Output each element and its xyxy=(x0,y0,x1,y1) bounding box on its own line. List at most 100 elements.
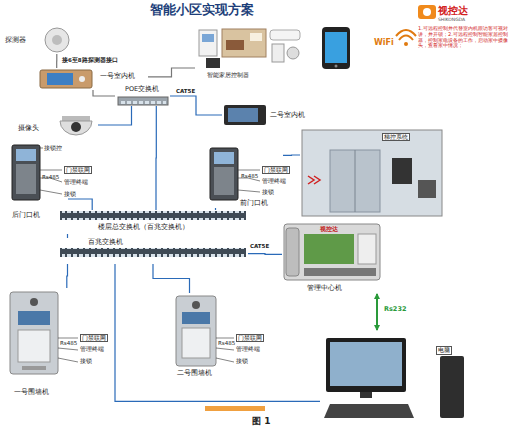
pc-screen xyxy=(330,342,402,386)
home-sofa xyxy=(226,40,244,50)
door-keypad xyxy=(16,164,36,194)
connector-label: CAT5E xyxy=(250,243,269,249)
poe-switch xyxy=(118,97,168,105)
door-screen xyxy=(214,152,234,164)
wire-label: 管理终端 xyxy=(262,178,286,184)
switch-panel xyxy=(272,44,284,62)
wire-label: 接锁 xyxy=(64,191,76,197)
node-label: 一号室内机 xyxy=(100,72,135,80)
home-screen xyxy=(202,34,214,42)
monitor-stand xyxy=(360,392,372,398)
connector xyxy=(153,264,190,293)
lift-panel xyxy=(392,158,412,184)
figure-caption: 图 1 xyxy=(252,416,270,426)
station-screen xyxy=(18,311,50,325)
camera-base xyxy=(62,116,90,121)
controller-box xyxy=(206,58,220,68)
switch-ports xyxy=(62,211,244,220)
wire-label: 管理终端 xyxy=(64,179,88,185)
card-reader xyxy=(418,180,436,198)
station-speaker xyxy=(22,366,46,370)
station-keypad xyxy=(18,330,50,362)
door-station: 后门口机 xyxy=(8,143,68,223)
diagram-title: 智能小区实现方案 xyxy=(150,3,254,18)
door-screen xyxy=(16,149,36,161)
wifi-dot xyxy=(404,42,408,46)
orange-bar xyxy=(205,406,265,411)
floor-switch: 楼层总交换机（百兆交换机） xyxy=(58,210,248,234)
station-keypad xyxy=(182,328,210,358)
smart-home-controller: 智能家居控制器 xyxy=(195,26,307,82)
indoor-button xyxy=(79,76,85,82)
connector-label: 接6至8路探测器接口 xyxy=(62,57,118,63)
phone-button xyxy=(335,65,338,68)
connector xyxy=(283,154,300,156)
computer: 电脑 xyxy=(320,330,470,425)
station-camera xyxy=(30,298,38,306)
node-label: 电脑 xyxy=(436,346,452,355)
node-label: 管理中心机 xyxy=(307,284,342,292)
connector xyxy=(66,264,68,288)
management-console xyxy=(284,224,380,280)
door-keypad xyxy=(214,167,234,195)
home-camera xyxy=(287,47,299,59)
node-label: 楼层总交换机（百兆交换机） xyxy=(98,223,189,231)
poe-switch: POE交换机 xyxy=(115,86,170,106)
wall-station xyxy=(10,292,58,374)
connector-label: Rs232 xyxy=(384,306,406,313)
keyboard xyxy=(324,404,414,418)
air-conditioner xyxy=(270,30,300,40)
indoor-screen xyxy=(47,73,73,85)
signal-name: Rs485 xyxy=(42,174,59,180)
network-switch xyxy=(60,211,246,220)
indoor-unit: 二号室内机 xyxy=(222,103,317,127)
signal-name: Rs485 xyxy=(60,340,77,346)
network-switch: 百兆交换机 xyxy=(58,238,248,264)
monitor-screen xyxy=(228,108,258,122)
connector xyxy=(93,90,115,96)
connector xyxy=(115,264,320,401)
home-device xyxy=(199,30,217,56)
node-label: 1.可远程控制并代替室内机跟访客可视对讲，并开锁；2.可远程控制智能家居控制器，… xyxy=(418,26,516,49)
node-label: 智能家居控制器 xyxy=(207,72,249,79)
connector xyxy=(248,253,282,255)
connector xyxy=(68,199,92,210)
wifi-arc xyxy=(399,36,413,41)
node-label: 百兆交换机 xyxy=(88,238,123,246)
elevator-control: 梯控系统 xyxy=(300,128,445,218)
wall-station xyxy=(176,296,216,366)
door-seam xyxy=(355,150,356,212)
door-station xyxy=(12,145,40,200)
connector xyxy=(56,54,57,68)
logo-mark xyxy=(418,5,436,19)
node-label: POE交换机 xyxy=(125,86,159,93)
wire-label: 门禁联网 xyxy=(64,166,92,174)
connector xyxy=(170,96,222,115)
station-screen xyxy=(182,312,210,324)
handset xyxy=(286,228,299,276)
detector: 探测器 xyxy=(5,28,75,54)
connector xyxy=(215,208,216,210)
wire xyxy=(58,338,78,362)
connector xyxy=(148,68,195,77)
indoor-monitor xyxy=(224,105,266,125)
wire-label: 门禁联网 xyxy=(262,166,290,174)
connector xyxy=(155,106,157,210)
elevator xyxy=(302,130,442,216)
node-label: 二号室内机 xyxy=(270,111,305,119)
connector xyxy=(67,234,68,238)
detector-lens xyxy=(52,35,62,45)
brand-name: 视控达 xyxy=(438,5,468,17)
wall-station: 二号围墙机 xyxy=(173,293,228,381)
mobile-phone: WiFi1.可远程控制并代替室内机跟访客可视对讲，并开锁；2.可远程控制智能家居… xyxy=(318,24,518,74)
node-label: 二号围墙机 xyxy=(177,369,212,377)
console-keypad xyxy=(358,234,376,264)
brand-latin: SHIKONGDA xyxy=(438,17,465,22)
switch-ports xyxy=(62,248,244,257)
phone-screen xyxy=(325,32,347,63)
elevator-door xyxy=(330,150,380,212)
signal-name: Rs485 xyxy=(218,340,235,346)
